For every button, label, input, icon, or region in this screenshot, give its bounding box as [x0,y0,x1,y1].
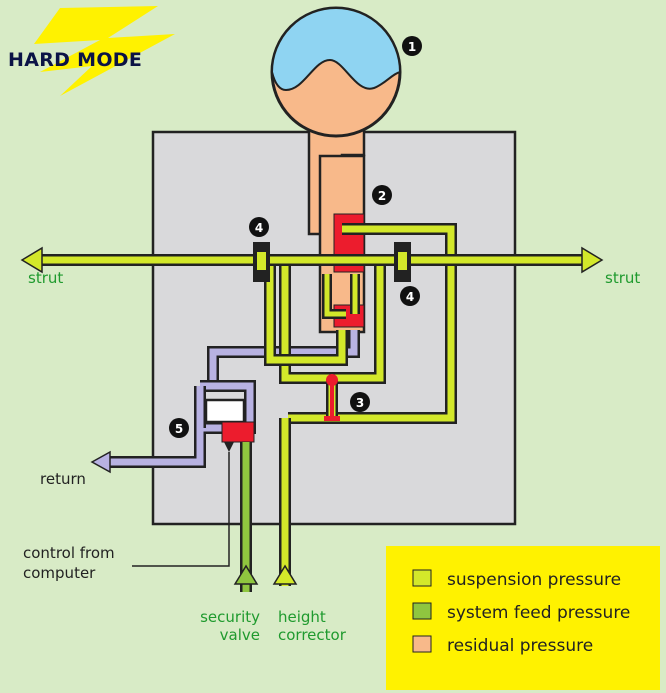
feed-lines [233,442,298,592]
svg-text:3: 3 [356,396,364,410]
svg-text:4: 4 [255,221,263,235]
label-return: return [40,470,86,488]
restrictor-right [394,242,411,282]
accumulator-sphere [270,6,402,138]
marker-4-left: 4 [249,217,269,237]
svg-text:1: 1 [408,40,416,54]
label-strut-right: strut [605,269,640,287]
height-corrector-arrow-icon [272,564,298,585]
label-control-2: computer [23,564,96,582]
svg-text:suspension pressure: suspension pressure [447,570,621,590]
marker-4-right: 4 [400,286,420,306]
label-security-2: valve [220,626,260,644]
return-arrow-icon [90,450,111,474]
check-valve [324,374,340,421]
label-security-1: security [200,608,260,626]
marker-2: 2 [372,185,392,205]
legend-item-suspension: suspension pressure [412,569,621,590]
hard-mode-badge: HARD MODE [8,6,175,96]
strut-right-arrow-icon [581,246,604,274]
label-control-1: control from [23,544,115,562]
legend: suspension pressure system feed pressure… [386,546,660,690]
label-strut-left: strut [28,269,63,287]
strut-line [20,246,604,274]
marker-5: 5 [169,418,189,438]
restrictor-left [253,242,270,282]
lightning-bolt-icon [34,6,175,96]
legend-item-residual: residual pressure [412,635,593,656]
svg-text:4: 4 [406,290,414,304]
svg-text:5: 5 [175,422,183,436]
suspension-lines [264,223,457,586]
label-height-2: corrector [278,626,347,644]
svg-text:2: 2 [378,189,386,203]
legend-item-feed: system feed pressure [412,602,630,623]
marker-1: 1 [402,36,422,56]
security-valve [204,398,255,452]
legend-box [386,546,660,690]
svg-text:system feed pressure: system feed pressure [447,603,630,623]
nitrogen-chamber [270,7,402,92]
strut-left-arrow-icon [20,246,43,274]
control-wire [132,452,230,567]
svg-text:residual pressure: residual pressure [447,636,593,656]
security-valve-arrow-icon [233,564,259,585]
label-height-1: height [278,608,326,626]
marker-3: 3 [350,392,370,412]
badge-text: HARD MODE [8,49,142,71]
